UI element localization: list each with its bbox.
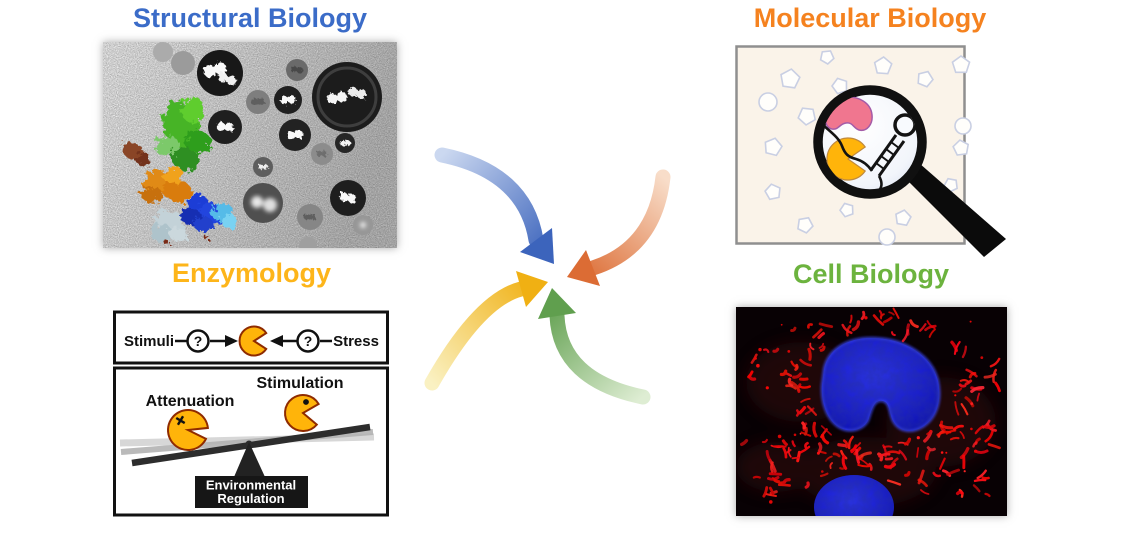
enzymology-schematic: Stimuli ? ? Stress Stimulation Attenuati… [113,310,389,517]
magnifier-handle [904,163,1006,257]
molecular-biology-title: Molecular Biology [753,3,987,33]
structural-biology-title: Structural Biology [132,3,368,33]
arrow-structural-blue [431,144,558,268]
arrow-left-icon [270,335,283,347]
fluorescence-micrograph [736,307,1007,516]
attenuation-label: Attenuation [146,393,235,410]
cell-biology-title: Cell Biology [792,259,949,289]
pacman-stimulated [284,394,320,432]
pacman-enzyme-top [238,325,268,357]
question-mark-right: ? [304,333,313,349]
question-circle-left [186,329,210,353]
mitochondria-tubules [740,307,1001,504]
stimuli-label: Stimuli [124,333,174,350]
pacman-attenuated [167,409,209,452]
dot-eye-icon [303,399,309,405]
arrow-cell-green [534,284,654,408]
pacman-enzyme-lens [826,137,867,181]
molecule-outlines [758,47,972,246]
molecular-biology-illustration [735,45,1006,257]
x-eye-icon [175,415,186,426]
stimulation-label: Stimulation [256,375,343,392]
question-circle-right [296,329,320,353]
converging-arrows [421,144,674,408]
environmental-regulation-box [195,476,308,508]
seesaw [119,423,375,477]
question-mark-left: ? [194,333,203,349]
fulcrum [234,442,265,477]
arrow-molecular-orange [563,166,674,290]
arrow-right-icon [225,335,238,347]
regulation-label: Regulation [217,491,284,506]
enzymology-title: Enzymology [171,258,332,288]
stress-label: Stress [333,333,379,350]
cryo-em-micrograph [103,42,397,248]
arrow-enzymology-yellow [421,267,552,394]
fuzzy-particles [251,196,366,228]
magnifier-lens [813,85,927,199]
environmental-label: Environmental [206,478,296,493]
protein-density-map-3d [121,97,237,244]
